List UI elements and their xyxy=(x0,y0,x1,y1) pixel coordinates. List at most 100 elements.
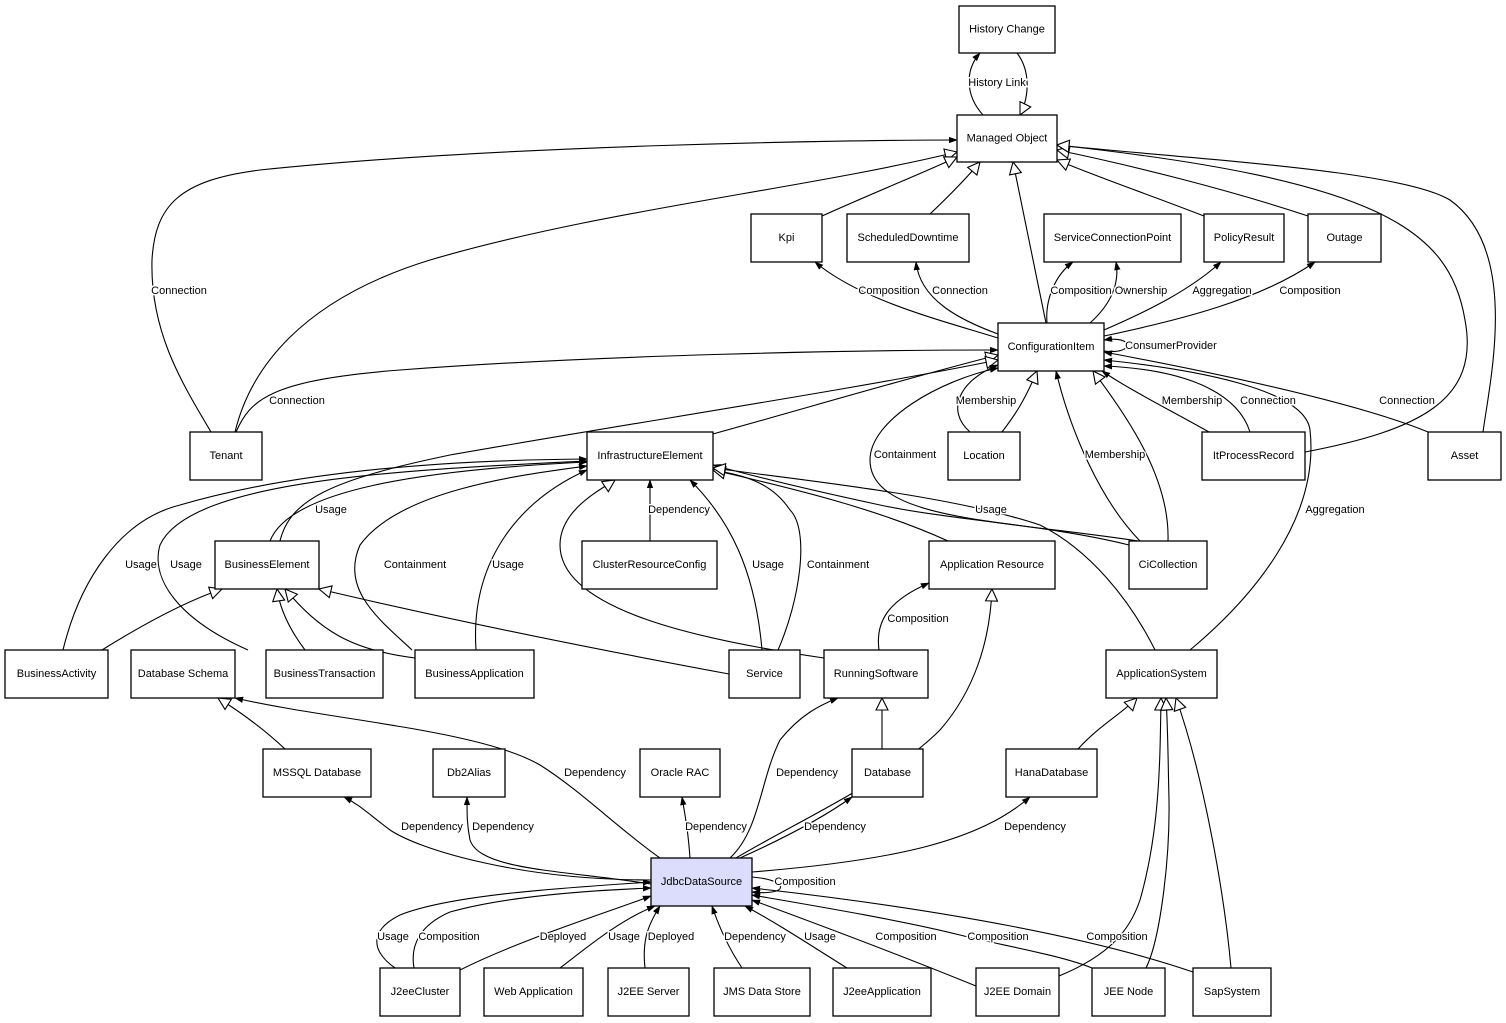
node-database[interactable]: Database xyxy=(851,748,924,798)
node-business-application[interactable]: BusinessApplication xyxy=(414,649,535,699)
node-label: Database xyxy=(864,767,911,779)
node-box[interactable] xyxy=(265,649,384,699)
node-box[interactable] xyxy=(4,649,109,699)
node-j2ee-cluster[interactable]: J2eeCluster xyxy=(379,967,461,1017)
node-box[interactable] xyxy=(958,5,1056,54)
node-box[interactable] xyxy=(1043,213,1182,263)
node-box[interactable] xyxy=(1091,967,1166,1017)
node-configuration-item[interactable]: ConfigurationItem xyxy=(997,322,1105,372)
node-box[interactable] xyxy=(414,649,535,699)
node-hana-database[interactable]: HanaDatabase xyxy=(1005,748,1098,798)
node-box[interactable] xyxy=(483,967,584,1017)
node-scheduled-downtime[interactable]: ScheduledDowntime xyxy=(846,213,970,263)
node-box[interactable] xyxy=(189,431,263,481)
node-cluster-resource-config[interactable]: ClusterResourceConfig xyxy=(581,540,718,590)
node-history-change[interactable]: History Change xyxy=(958,5,1056,54)
node-label: ApplicationSystem xyxy=(1116,668,1207,680)
node-label: Outage xyxy=(1326,232,1362,244)
node-j2ee-application[interactable]: J2eeApplication xyxy=(832,967,932,1017)
node-box[interactable] xyxy=(846,213,970,263)
edge-label: Connection xyxy=(151,285,207,297)
node-box[interactable] xyxy=(379,967,461,1017)
edge-label: Aggregation xyxy=(1305,504,1364,516)
node-business-transaction[interactable]: BusinessTransaction xyxy=(265,649,384,699)
node-box[interactable] xyxy=(432,748,506,798)
node-label: HanaDatabase xyxy=(1015,767,1088,779)
node-box[interactable] xyxy=(851,748,924,798)
edge-business_element-to-infrastructure_element xyxy=(269,459,588,542)
node-asset[interactable]: Asset xyxy=(1427,431,1502,481)
edge-configuration_item-to-service_connection_point xyxy=(1089,261,1121,324)
node-service[interactable]: Service xyxy=(728,649,801,699)
node-box[interactable] xyxy=(1201,431,1306,481)
edge-label: Composition xyxy=(1279,285,1340,297)
node-box[interactable] xyxy=(607,967,690,1017)
edge-jdbc_data_source-to-jdbc_data_source xyxy=(751,876,782,896)
node-box[interactable] xyxy=(639,748,721,798)
edge-hana_database-to-application_system xyxy=(1077,698,1137,750)
node-label: SapSystem xyxy=(1204,986,1260,998)
node-box[interactable] xyxy=(130,649,236,699)
node-tenant[interactable]: Tenant xyxy=(189,431,263,481)
edge-jdbc_data_source-to-database_schema xyxy=(234,696,661,859)
node-label: BusinessApplication xyxy=(425,668,523,680)
node-jdbc-data-source[interactable]: JdbcDataSource xyxy=(650,857,753,907)
node-jms-data-store[interactable]: JMS Data Store xyxy=(713,967,811,1017)
node-ci-collection[interactable]: CiCollection xyxy=(1128,540,1208,590)
node-box[interactable] xyxy=(928,540,1056,590)
node-oracle-rac[interactable]: Oracle RAC xyxy=(639,748,721,798)
node-box[interactable] xyxy=(997,322,1105,372)
node-business-activity[interactable]: BusinessActivity xyxy=(4,649,109,699)
node-business-element[interactable]: BusinessElement xyxy=(214,540,320,590)
node-box[interactable] xyxy=(1128,540,1208,590)
node-web-application[interactable]: Web Application xyxy=(483,967,584,1017)
node-box[interactable] xyxy=(214,540,320,590)
node-box[interactable] xyxy=(262,748,372,798)
edge-label: Usage xyxy=(377,931,409,943)
node-box[interactable] xyxy=(956,114,1058,163)
node-it-process-record[interactable]: ItProcessRecord xyxy=(1201,431,1306,481)
node-box[interactable] xyxy=(586,431,714,481)
edge-label: ConsumerProvider xyxy=(1125,340,1217,352)
node-box[interactable] xyxy=(713,967,811,1017)
edge-jdbc_data_source-to-application_resource xyxy=(735,589,992,859)
node-box[interactable] xyxy=(650,857,753,907)
node-box[interactable] xyxy=(581,540,718,590)
node-label: Database Schema xyxy=(138,668,229,680)
node-box[interactable] xyxy=(832,967,932,1017)
node-application-system[interactable]: ApplicationSystem xyxy=(1105,649,1218,699)
node-box[interactable] xyxy=(1307,213,1382,263)
node-box[interactable] xyxy=(975,967,1060,1017)
edge-tenant-to-managed_object xyxy=(234,152,957,433)
node-policy-result[interactable]: PolicyResult xyxy=(1203,213,1285,263)
node-managed-object[interactable]: Managed Object xyxy=(956,114,1058,163)
edge-label: Composition xyxy=(1086,931,1147,943)
node-box[interactable] xyxy=(1005,748,1098,798)
node-kpi[interactable]: Kpi xyxy=(750,213,823,263)
node-box[interactable] xyxy=(1427,431,1502,481)
edge-jms_data_store-to-jdbc_data_source xyxy=(711,905,743,969)
node-box[interactable] xyxy=(750,213,823,263)
node-database-schema[interactable]: Database Schema xyxy=(130,649,236,699)
node-application-resource[interactable]: Application Resource xyxy=(928,540,1056,590)
node-box[interactable] xyxy=(728,649,801,699)
node-box[interactable] xyxy=(1105,649,1218,699)
node-j2ee-server[interactable]: J2EE Server xyxy=(607,967,690,1017)
node-j2ee-domain[interactable]: J2EE Domain xyxy=(975,967,1060,1017)
node-mssql-database[interactable]: MSSQL Database xyxy=(262,748,372,798)
node-box[interactable] xyxy=(1192,967,1272,1017)
edge-label: Dependency xyxy=(685,821,747,833)
node-location[interactable]: Location xyxy=(947,431,1021,481)
node-sap-system[interactable]: SapSystem xyxy=(1192,967,1272,1017)
node-db2alias[interactable]: Db2Alias xyxy=(432,748,506,798)
node-box[interactable] xyxy=(947,431,1021,481)
node-service-connection-point[interactable]: ServiceConnectionPoint xyxy=(1043,213,1182,263)
node-box[interactable] xyxy=(823,649,929,699)
node-outage[interactable]: Outage xyxy=(1307,213,1382,263)
node-jee-node[interactable]: JEE Node xyxy=(1091,967,1166,1017)
node-infrastructure-element[interactable]: InfrastructureElement xyxy=(586,431,714,481)
edge-kpi-to-managed_object xyxy=(821,157,957,217)
node-running-software[interactable]: RunningSoftware xyxy=(823,649,929,699)
node-box[interactable] xyxy=(1203,213,1285,263)
